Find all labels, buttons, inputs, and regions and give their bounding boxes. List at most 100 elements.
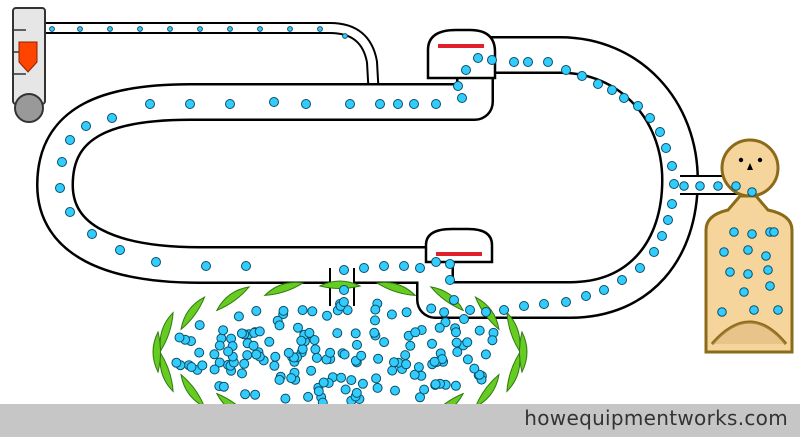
gas-molecule — [237, 368, 247, 379]
gas-molecule — [351, 387, 362, 398]
gas-molecule — [201, 261, 211, 271]
footer-bar: howequipmentworks.com — [0, 404, 800, 437]
gas-molecule — [339, 265, 349, 275]
gas-molecule — [293, 322, 303, 333]
gas-molecule — [264, 336, 275, 347]
gas-molecule — [581, 291, 591, 301]
gas-molecule — [359, 263, 369, 273]
bag-leaf — [375, 281, 417, 296]
gas-molecule — [450, 380, 461, 391]
gas-molecule — [214, 357, 225, 368]
gas-molecule — [401, 359, 412, 370]
bag-leaf — [180, 295, 206, 331]
gas-molecule — [342, 33, 348, 39]
gas-molecule — [749, 305, 759, 315]
gas-molecule — [453, 81, 463, 91]
gas-molecule — [257, 26, 263, 32]
gas-molecule — [370, 304, 381, 315]
gas-molecule — [57, 157, 67, 167]
gas-molecule — [304, 327, 315, 338]
gas-molecule — [729, 227, 739, 237]
gas-molecule — [251, 349, 262, 360]
gas-molecule — [218, 381, 229, 392]
gas-molecule — [233, 311, 244, 322]
gas-molecule — [747, 229, 757, 239]
gas-molecule — [214, 340, 225, 351]
gas-molecule — [274, 374, 285, 385]
bag-leaf — [429, 286, 465, 312]
site-url: howequipmentworks.com — [524, 406, 788, 430]
gas-molecule — [519, 301, 529, 311]
gas-molecule — [387, 365, 398, 376]
gas-molecule — [400, 350, 411, 361]
gas-molecule — [607, 85, 617, 95]
gas-molecule — [409, 99, 419, 109]
gas-molecule — [401, 307, 412, 318]
gas-molecule — [87, 229, 97, 239]
gas-molecule — [77, 26, 83, 32]
bag-leaf — [506, 311, 521, 353]
gas-molecule — [713, 181, 723, 191]
gas-molecule — [107, 26, 113, 32]
gas-molecule — [137, 26, 143, 32]
gas-molecule — [389, 357, 399, 368]
gas-molecule — [317, 26, 323, 32]
gas-molecule — [434, 322, 445, 333]
gas-molecule — [635, 263, 645, 273]
gas-molecule — [280, 393, 291, 404]
gas-molecule — [81, 121, 91, 131]
gas-molecule — [55, 183, 65, 193]
gas-molecule — [725, 267, 735, 277]
gas-molecule — [345, 99, 355, 109]
gas-molecule — [667, 199, 677, 209]
breathing-loop-hose — [36, 36, 750, 319]
gas-molecule — [763, 265, 773, 275]
gas-molecule — [773, 305, 783, 315]
gas-molecule — [303, 391, 314, 402]
gas-molecule — [194, 320, 205, 331]
gas-molecule — [307, 306, 318, 317]
gas-molecule — [350, 328, 361, 339]
gas-molecule — [386, 309, 397, 320]
gas-molecule — [663, 215, 673, 225]
gas-molecule — [743, 245, 753, 255]
gas-molecule — [429, 356, 440, 367]
gas-molecules — [49, 26, 783, 408]
top-valve-flap — [438, 44, 484, 48]
gas-molecule — [481, 307, 491, 317]
gas-molecule — [743, 269, 753, 279]
gas-molecule — [593, 79, 603, 89]
gas-molecule — [695, 181, 705, 191]
gas-molecule — [339, 285, 349, 295]
gas-molecule — [487, 335, 498, 346]
gas-molecule — [474, 325, 485, 336]
gas-molecule — [445, 275, 455, 285]
gas-molecule — [747, 187, 757, 197]
gas-molecule — [270, 351, 281, 362]
gas-molecule — [539, 299, 549, 309]
gas-molecule — [719, 247, 729, 257]
gas-molecule — [241, 261, 251, 271]
gas-molecule — [499, 305, 509, 315]
gas-molecule — [185, 99, 195, 109]
gas-molecule — [449, 295, 459, 305]
gas-molecule — [251, 306, 262, 316]
gas-molecule — [599, 285, 609, 295]
pressure-gauge — [12, 7, 46, 123]
gas-molecule — [669, 179, 679, 189]
gas-molecule — [667, 161, 677, 171]
gas-molecule — [459, 314, 469, 324]
gas-molecule — [278, 305, 289, 316]
gas-molecule — [209, 364, 220, 375]
gas-molecule — [409, 369, 420, 380]
gas-molecule — [311, 352, 322, 363]
gas-molecule — [197, 26, 203, 32]
gas-molecule — [619, 93, 629, 103]
gas-molecule — [151, 257, 161, 267]
gas-molecule — [297, 305, 308, 316]
bag-leaf — [519, 330, 528, 374]
gas-molecule — [577, 71, 587, 81]
gas-molecule — [145, 99, 155, 109]
bag-leaf — [506, 351, 521, 393]
